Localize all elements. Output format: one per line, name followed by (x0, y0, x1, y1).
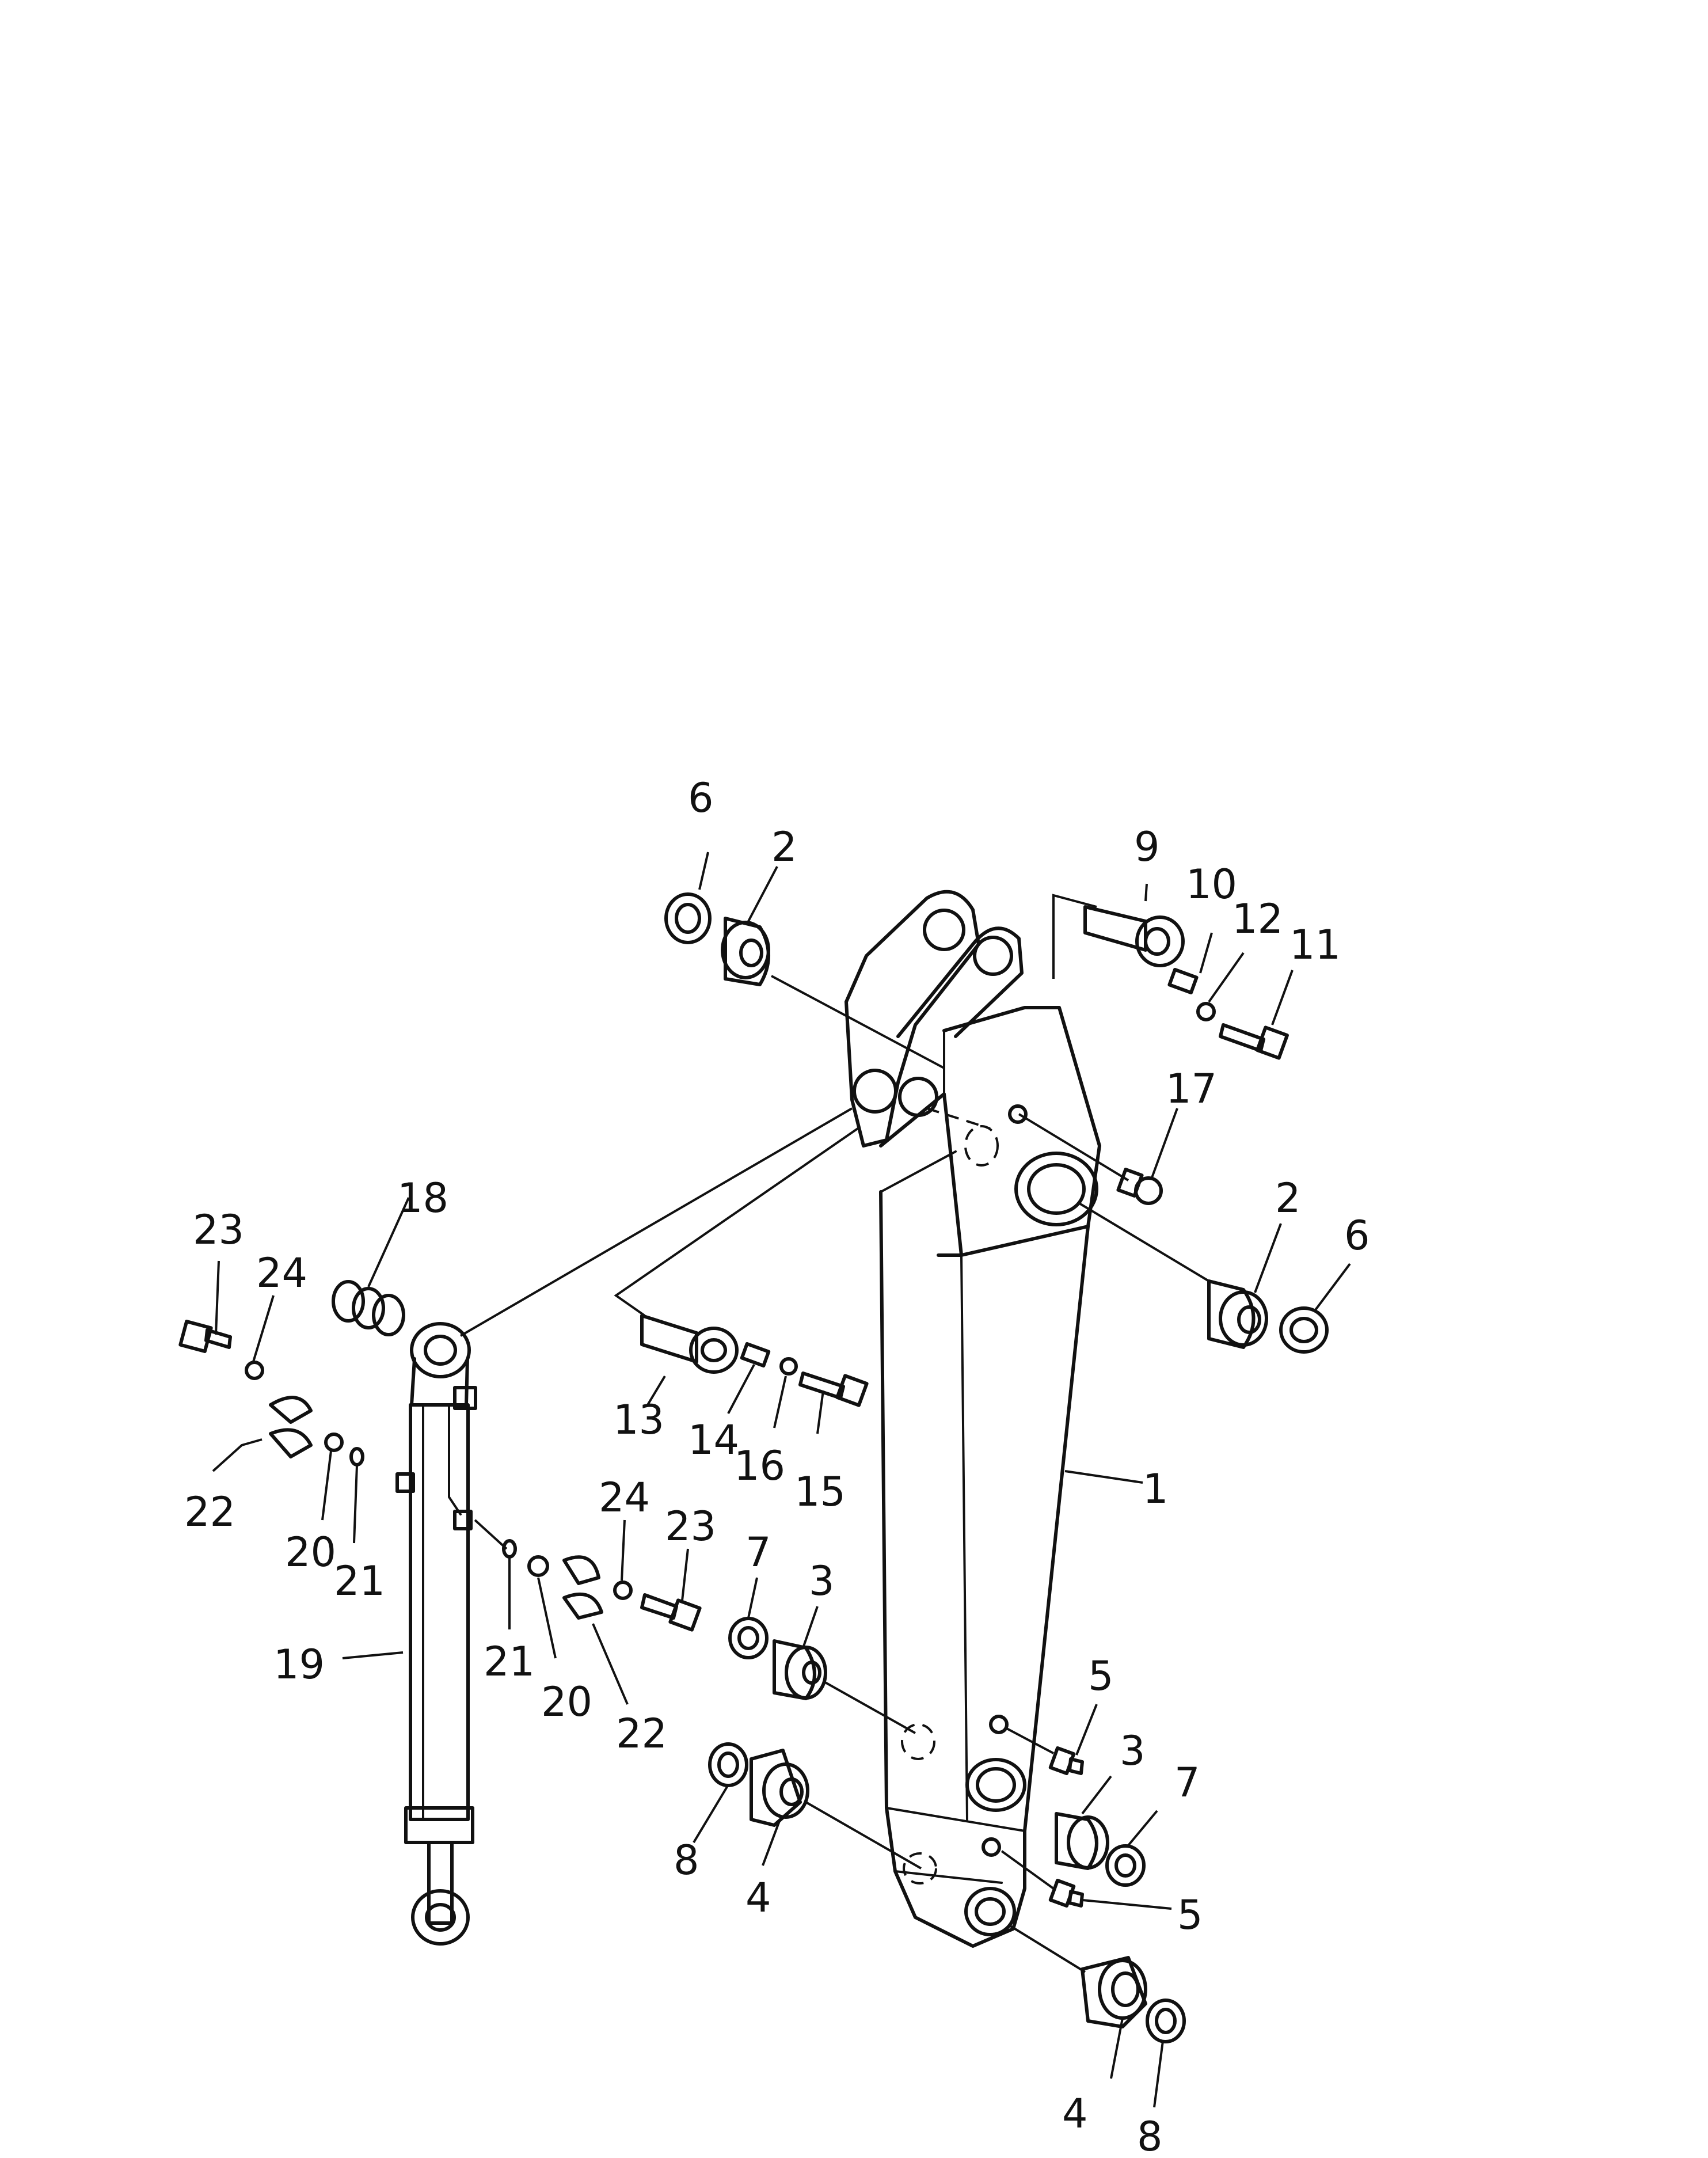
callout-14: 14 (688, 1416, 739, 1464)
callout-24-left: 24 (256, 1249, 307, 1297)
small-parts (178, 892, 1329, 2043)
callout-23-left: 23 (193, 1206, 244, 1253)
callout-18: 18 (397, 1175, 448, 1222)
callout-3-right: 3 (1120, 1727, 1146, 1775)
callout-2-right: 2 (1275, 1175, 1301, 1222)
callout-20-mid: 20 (541, 1678, 592, 1726)
leader-lines (212, 852, 1351, 2108)
callout-21-left: 21 (334, 1557, 385, 1605)
arm-body (845, 890, 1101, 1948)
callout-6-right: 6 (1344, 1212, 1370, 1259)
callout-22-mid: 22 (616, 1710, 667, 1757)
callout-21-mid: 21 (484, 1638, 535, 1685)
callout-4-mid: 4 (745, 1874, 771, 1921)
callout-2-top: 2 (771, 823, 797, 871)
callout-labels: 6 2 9 10 12 11 17 2 6 18 23 24 13 14 16 … (184, 774, 1370, 2158)
callout-19: 19 (273, 1641, 325, 1688)
callout-3-mid: 3 (809, 1557, 835, 1605)
callout-24-mid: 24 (599, 1474, 650, 1521)
callout-7-right: 7 (1174, 1759, 1200, 1806)
bucket-cylinder (395, 1322, 477, 1946)
callout-4-bottom: 4 (1062, 2090, 1088, 2137)
callout-16: 16 (734, 1442, 785, 1490)
callout-6-top: 6 (688, 774, 714, 822)
callout-9: 9 (1134, 823, 1160, 871)
callout-22-left: 22 (184, 1488, 235, 1536)
callout-12: 12 (1232, 895, 1283, 943)
callout-8-mid: 8 (674, 1837, 699, 1884)
callout-5-upper: 5 (1088, 1652, 1114, 1700)
callout-1: 1 (1143, 1465, 1169, 1513)
callout-11: 11 (1289, 921, 1341, 968)
callout-20-left: 20 (285, 1529, 336, 1576)
callout-13: 13 (613, 1396, 664, 1443)
callout-7-mid: 7 (745, 1529, 771, 1576)
callout-15: 15 (794, 1468, 846, 1515)
callout-23-mid: 23 (665, 1503, 716, 1550)
callout-17: 17 (1166, 1065, 1217, 1112)
callout-5-lower: 5 (1177, 1891, 1203, 1939)
callout-8-bottom: 8 (1137, 2113, 1163, 2158)
callout-10: 10 (1186, 861, 1237, 908)
